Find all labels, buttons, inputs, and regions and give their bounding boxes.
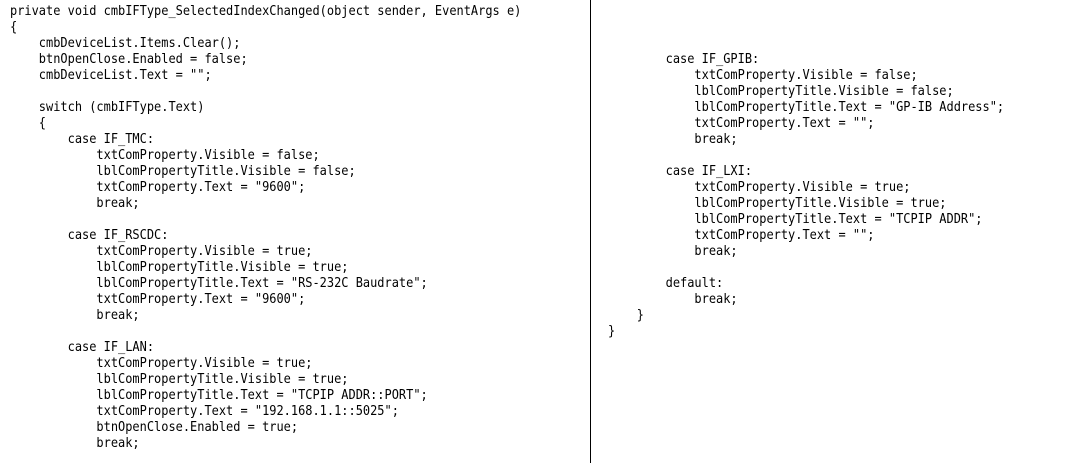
code-line: txtComProperty.Visible = false; xyxy=(608,67,918,83)
column-divider xyxy=(590,0,591,463)
code-line: case IF_RSCDC: xyxy=(10,227,169,243)
code-line: txtComProperty.Text = "9600"; xyxy=(10,179,306,195)
code-line: btnOpenClose.Enabled = true; xyxy=(10,419,299,435)
code-line: { xyxy=(10,19,18,35)
code-line: txtComProperty.Text = ""; xyxy=(608,115,875,131)
code-line: case IF_TMC: xyxy=(10,131,155,147)
code-line: txtComProperty.Text = ""; xyxy=(608,227,875,243)
code-line: lblComPropertyTitle.Text = "TCPIP ADDR::… xyxy=(10,387,428,403)
code-line: case IF_GPIB: xyxy=(608,51,760,67)
code-line: break; xyxy=(10,195,140,211)
code-line: lblComPropertyTitle.Text = "GP-IB Addres… xyxy=(608,99,1005,115)
code-line: break; xyxy=(608,291,738,307)
code-line: txtComProperty.Text = "9600"; xyxy=(10,291,306,307)
code-line: } xyxy=(608,307,645,323)
code-line: txtComProperty.Visible = true; xyxy=(10,243,313,259)
code-block-right: case IF_GPIB: txtComProperty.Visible = f… xyxy=(608,51,1058,339)
code-line: { xyxy=(10,115,47,131)
code-line: case IF_LAN: xyxy=(10,339,155,355)
code-line xyxy=(10,211,521,227)
code-line: } xyxy=(608,323,616,339)
code-line: lblComPropertyTitle.Visible = false; xyxy=(10,163,356,179)
code-line: case IF_LXI: xyxy=(608,163,753,179)
code-line xyxy=(608,147,1004,163)
code-line: btnOpenClose.Enabled = false; xyxy=(10,51,248,67)
code-line: cmbDeviceList.Items.Clear(); xyxy=(10,35,241,51)
code-line: cmbDeviceList.Text = ""; xyxy=(10,67,212,83)
code-line: lblComPropertyTitle.Visible = true; xyxy=(10,259,349,275)
code-line: lblComPropertyTitle.Text = "RS-232C Baud… xyxy=(10,275,428,291)
code-line: break; xyxy=(10,307,140,323)
code-block-left: private void cmbIFType_SelectedIndexChan… xyxy=(10,3,591,451)
code-line xyxy=(10,83,521,99)
code-line: break; xyxy=(10,435,140,451)
code-line: lblComPropertyTitle.Text = "TCPIP ADDR"; xyxy=(608,211,983,227)
code-line: txtComProperty.Visible = false; xyxy=(10,147,320,163)
code-line: switch (cmbIFType.Text) xyxy=(10,99,205,115)
code-line: break; xyxy=(608,131,738,147)
code-line: txtComProperty.Visible = true; xyxy=(608,179,911,195)
code-line: lblComPropertyTitle.Visible = false; xyxy=(608,83,954,99)
code-line: lblComPropertyTitle.Visible = true; xyxy=(10,371,349,387)
code-line: private void cmbIFType_SelectedIndexChan… xyxy=(10,3,522,19)
code-line xyxy=(608,259,1004,275)
code-line: lblComPropertyTitle.Visible = true; xyxy=(608,195,947,211)
code-line: default: xyxy=(608,275,724,291)
code-line: txtComProperty.Visible = true; xyxy=(10,355,313,371)
code-line: break; xyxy=(608,243,738,259)
code-line xyxy=(10,323,521,339)
code-line: txtComProperty.Text = "192.168.1.1::5025… xyxy=(10,403,399,419)
